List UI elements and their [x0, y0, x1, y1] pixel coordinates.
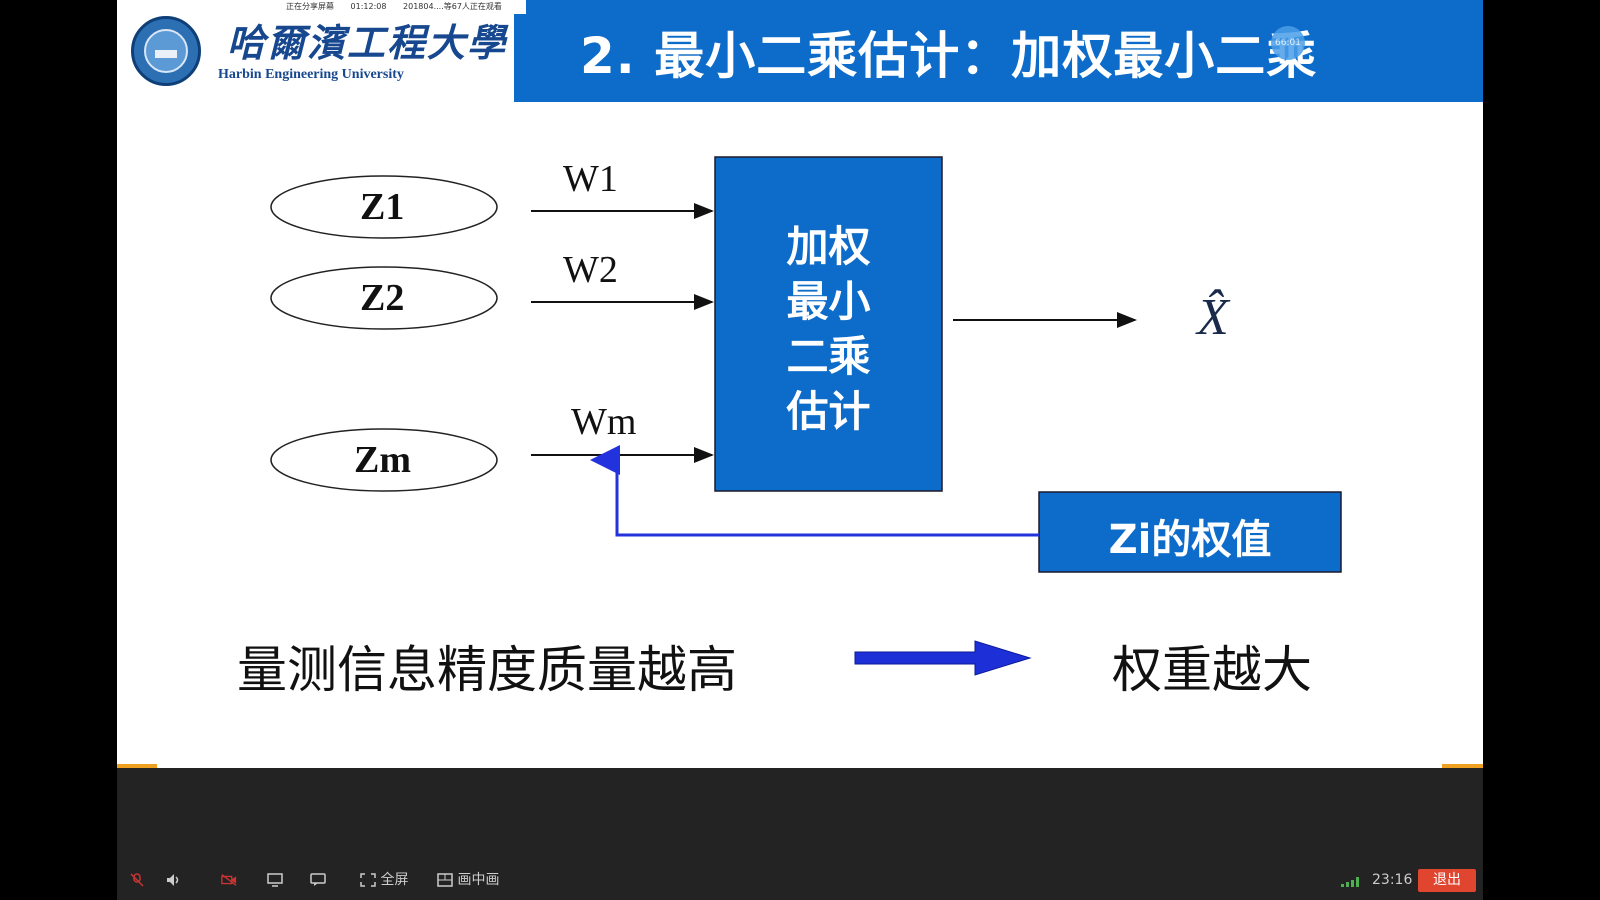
mic-muted-icon[interactable] [129, 861, 145, 900]
estimator-box [714, 156, 943, 492]
screen-share-bar[interactable]: 正在分享屏幕 01:12:08 201804....等67人正在观看 [272, 0, 526, 14]
estimator-box-label: 加权 最小 二乘 估计 [715, 213, 942, 439]
title-bar: 2. 最小二乘估计：加权最小二乘 66:01 [514, 0, 1483, 102]
exit-button[interactable]: 退出 [1418, 869, 1476, 892]
camera-off-icon[interactable] [221, 861, 237, 900]
feedback-line [590, 445, 1039, 537]
fullscreen-icon [360, 873, 376, 887]
bottom-left-text: 量测信息精度质量越高 [237, 641, 737, 699]
input-label-z2: Z2 [360, 277, 405, 319]
share-time: 01:12:08 [350, 2, 387, 11]
box-line-2: 最小 [786, 277, 871, 326]
speaker-icon[interactable] [165, 861, 181, 900]
input-label-zm: Zm [354, 439, 411, 481]
input-label-z1: Z1 [360, 186, 405, 228]
header-logo-area: 哈爾濱工程大學 Harbin Engineering University [117, 0, 513, 102]
university-name-cn: 哈爾濱工程大學 [227, 20, 508, 65]
video-area [117, 768, 1483, 900]
pip-icon [437, 873, 453, 887]
input-ellipse-z2 [270, 266, 498, 330]
weight-box-label: Zi的权值 [1108, 517, 1272, 563]
box-line-4: 估计 [786, 387, 871, 436]
fullscreen-label: 全屏 [380, 872, 409, 888]
chat-icon[interactable] [310, 861, 326, 900]
fullscreen-button[interactable]: 全屏 [360, 861, 408, 900]
weight-label-w2: W2 [563, 249, 618, 291]
pip-label: 画中画 [457, 872, 500, 888]
progress-marker-left [117, 764, 157, 768]
share-status: 正在分享屏幕 [286, 2, 334, 11]
input-ellipse-zm [270, 428, 498, 492]
weight-label-wm: Wm [571, 401, 637, 443]
university-logo [131, 16, 201, 86]
floating-timer-bubble[interactable]: 66:01 [1271, 26, 1305, 60]
viewer-count: 201804....等67人正在观看 [403, 2, 502, 11]
input-ellipse-z1 [270, 175, 498, 239]
box-line-1: 加权 [786, 222, 871, 271]
weight-label-w1: W1 [563, 158, 618, 200]
clock: 23:16 [1372, 872, 1413, 888]
box-line-3: 二乘 [786, 332, 871, 381]
signal-strength-icon [1341, 877, 1359, 887]
output-x-hat: X̂ [1197, 289, 1229, 346]
screen-share-icon[interactable] [267, 861, 283, 900]
university-name-en: Harbin Engineering University [218, 67, 404, 82]
progress-marker-right [1442, 764, 1483, 768]
bottom-toolbar: 全屏 画中画 23:16 退出 [117, 861, 1483, 900]
bottom-right-text: 权重越大 [1112, 641, 1312, 699]
diagram-lines [270, 156, 1342, 676]
slide: 哈爾濱工程大學 Harbin Engineering University 2.… [117, 0, 1483, 768]
weight-box [1038, 491, 1342, 573]
big-blue-arrow [854, 640, 1032, 676]
picture-in-picture-button[interactable]: 画中画 [437, 861, 499, 900]
slide-title: 2. 最小二乘估计：加权最小二乘 [580, 27, 1318, 85]
